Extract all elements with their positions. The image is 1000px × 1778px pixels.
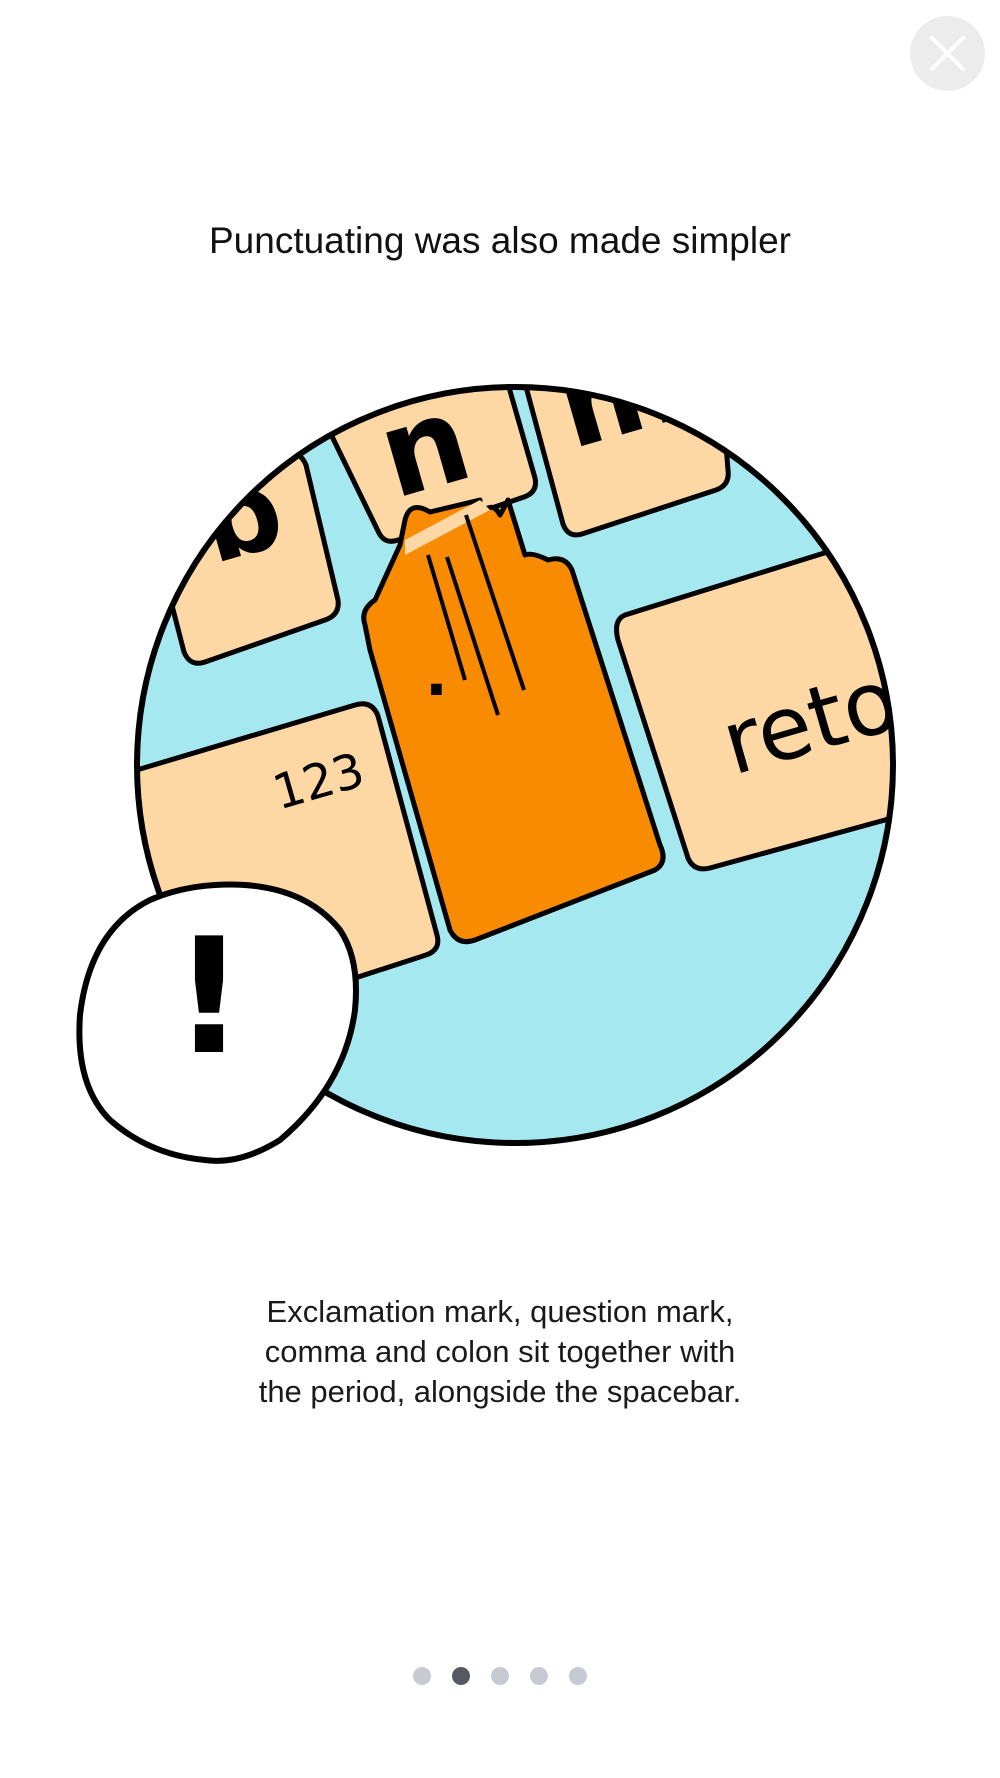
key-return: reto: [614, 541, 893, 872]
page-indicator: [0, 1667, 1000, 1685]
circle-outline: [134, 384, 896, 1146]
description-line: Exclamation mark, question mark,: [266, 1294, 734, 1329]
description: Exclamation mark, question mark, comma a…: [200, 1292, 800, 1412]
key-period-highlight: .: [361, 497, 666, 945]
badge-symbol: !: [173, 903, 246, 1090]
page-dot-5[interactable]: [569, 1667, 587, 1685]
description-line: the period, alongside the spacebar.: [258, 1374, 742, 1409]
description-line: comma and colon sit together with: [264, 1334, 736, 1369]
keyboard-illustration: b n m 123 reto .: [76, 384, 896, 1164]
close-icon: [930, 36, 965, 71]
key-period-label: .: [425, 640, 448, 710]
page-dot-4[interactable]: [530, 1667, 548, 1685]
page-dot-3[interactable]: [491, 1667, 509, 1685]
page-dot-1[interactable]: [413, 1667, 431, 1685]
close-button[interactable]: [910, 16, 985, 91]
exclamation-badge: !: [76, 881, 359, 1164]
page-dot-2[interactable]: [452, 1667, 470, 1685]
page-title: Punctuating was also made simpler: [208, 220, 791, 261]
